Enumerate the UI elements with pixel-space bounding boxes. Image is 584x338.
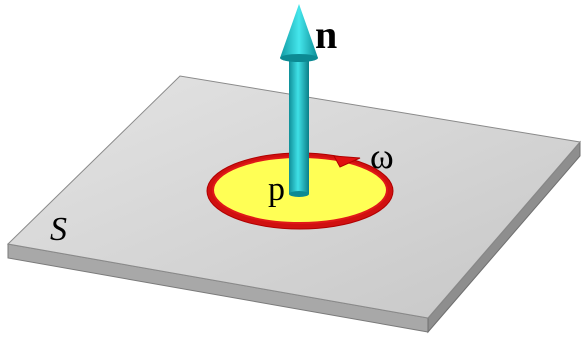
- normal-arrow-head-base: [280, 54, 318, 62]
- point-label: p: [268, 171, 285, 208]
- normal-arrow-head: [280, 4, 318, 58]
- surface-label: S: [50, 211, 67, 248]
- rotation-label: ω: [370, 136, 394, 176]
- normal-label: n: [315, 12, 337, 57]
- normal-arrow-shaft: [289, 56, 309, 194]
- rotation-arrow-icon: [333, 155, 361, 168]
- normal-arrow-base: [289, 191, 309, 197]
